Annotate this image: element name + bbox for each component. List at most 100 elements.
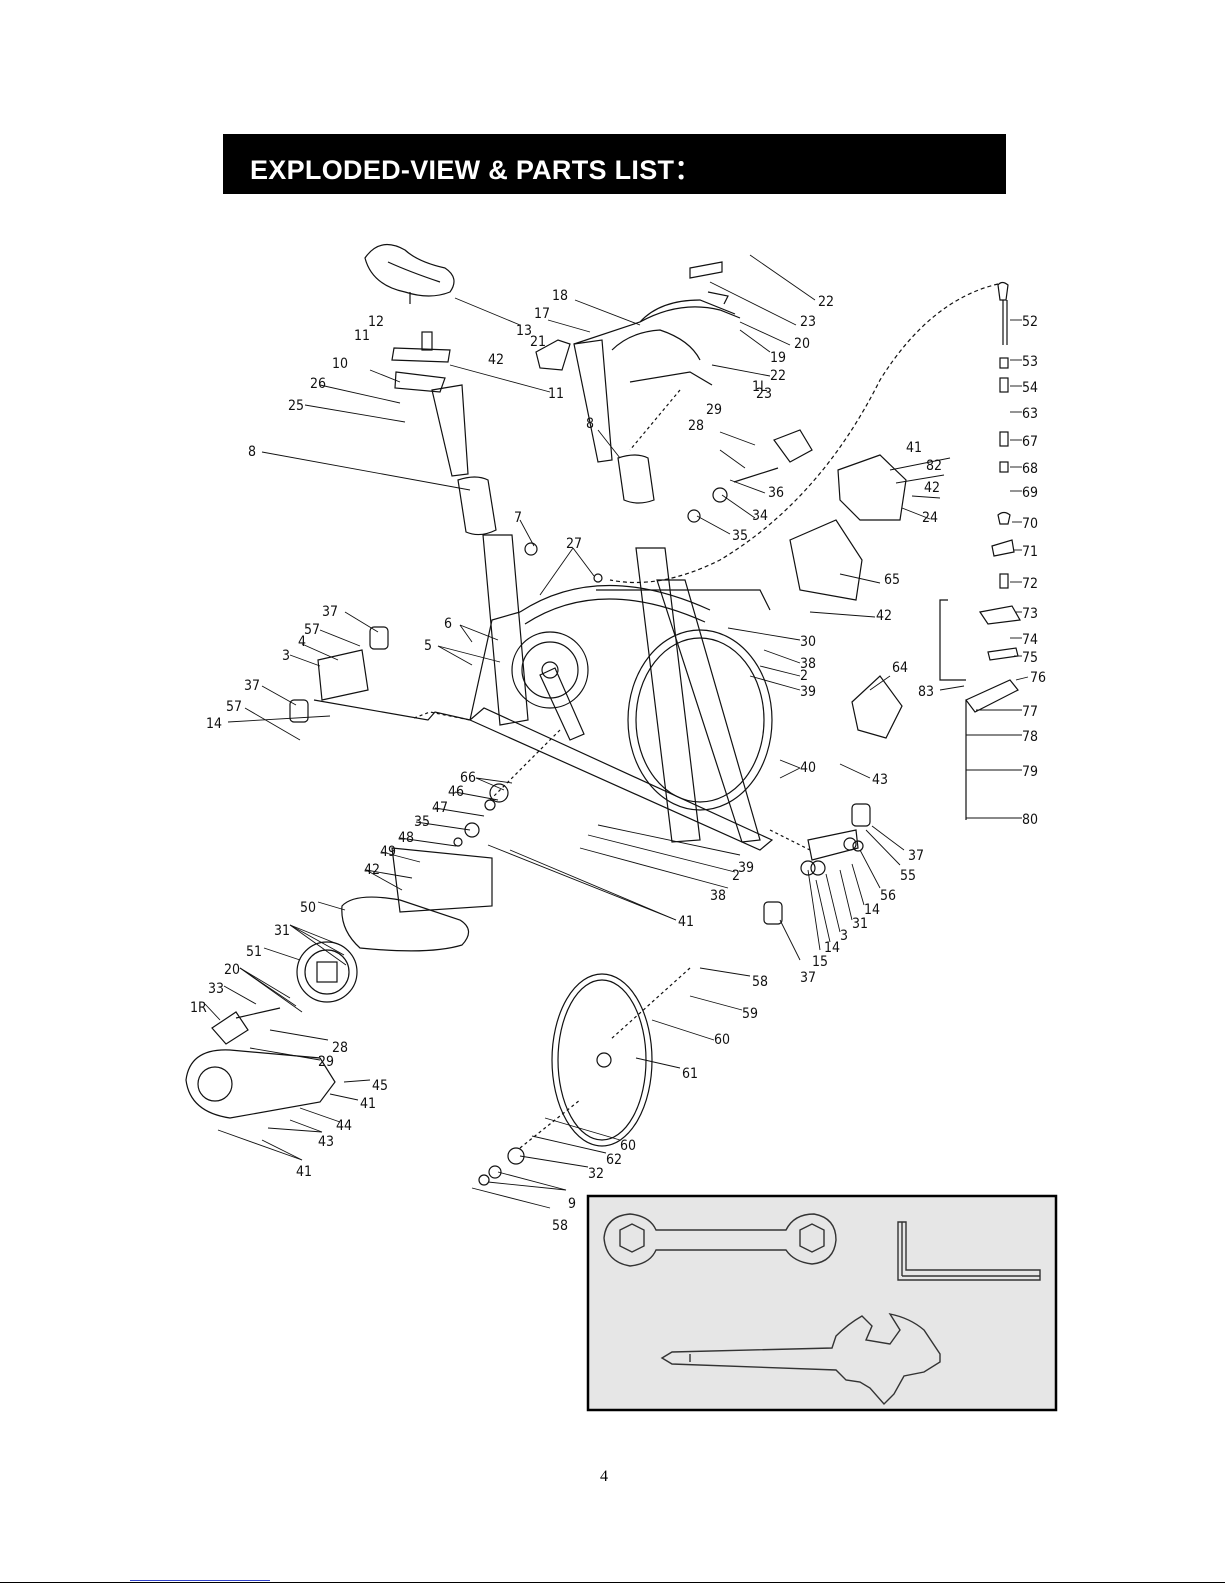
part-number-label: 42 [364, 862, 380, 878]
part-number-label: 44 [336, 1118, 352, 1134]
part-number-label: 60 [620, 1138, 636, 1154]
part-number-label: 1L [752, 379, 767, 395]
part-number-label: 14 [824, 940, 840, 956]
part-number-label: 77 [1022, 704, 1038, 720]
part-number-label: 57 [304, 622, 320, 638]
part-number-label: 43 [318, 1134, 334, 1150]
part-number-label: 5 [424, 638, 432, 654]
part-number-label: 4 [298, 634, 306, 650]
part-number-label: 29 [318, 1054, 334, 1070]
part-number-label: 13 [516, 323, 532, 339]
part-number-label: 20 [224, 962, 240, 978]
part-number-label: 26 [310, 376, 326, 392]
part-number-label: 3 [282, 648, 290, 664]
part-number-label: 28 [332, 1040, 348, 1056]
part-number-label: 82 [926, 458, 942, 474]
page-number: 4 [600, 1468, 608, 1485]
tools-box [586, 1194, 1058, 1412]
part-number-label: 41 [678, 914, 694, 930]
part-number-label: 32 [588, 1166, 604, 1182]
part-number-label: 78 [1022, 729, 1038, 745]
part-number-label: 40 [800, 760, 816, 776]
part-number-label: 45 [372, 1078, 388, 1094]
part-number-label: 52 [1022, 314, 1038, 330]
part-number-label: 23 [800, 314, 816, 330]
part-number-label: 15 [812, 954, 828, 970]
part-number-label: 27 [566, 536, 582, 552]
part-number-label: 64 [892, 660, 908, 676]
part-number-label: 38 [710, 888, 726, 904]
part-number-label: 2 [732, 868, 740, 884]
part-number-label: 66 [460, 770, 476, 786]
part-number-label: 37 [908, 848, 924, 864]
part-number-label: 41 [296, 1164, 312, 1180]
part-number-label: 10 [332, 356, 348, 372]
part-number-label: 11 [354, 328, 370, 344]
part-number-label: 24 [922, 510, 938, 526]
part-number-label: 37 [244, 678, 260, 694]
part-number-label: 41 [360, 1096, 376, 1112]
part-number-label: 47 [432, 800, 448, 816]
part-number-label: 29 [706, 402, 722, 418]
part-number-label: 42 [488, 352, 504, 368]
allen-key-tool [897, 1221, 1041, 1281]
part-labels: 222318172019221L231312211142111026258829… [190, 288, 1046, 1234]
part-number-label: 37 [800, 970, 816, 986]
part-number-label: 28 [688, 418, 704, 434]
part-number-label: 73 [1022, 606, 1038, 622]
section-title-bar: EXPLODED-VIEW & PARTS LIST： [223, 134, 1006, 194]
part-number-label: 7 [514, 510, 522, 526]
part-number-label: 34 [752, 508, 768, 524]
part-number-label: 75 [1022, 650, 1038, 666]
part-number-label: 39 [738, 860, 754, 876]
part-number-label: 48 [398, 830, 414, 846]
part-number-label: 76 [1030, 670, 1046, 686]
part-number-label: 42 [876, 608, 892, 624]
part-number-label: 56 [880, 888, 896, 904]
part-number-label: 1R [190, 1000, 207, 1016]
part-number-label: 50 [300, 900, 316, 916]
part-number-label: 30 [800, 634, 816, 650]
part-number-label: 14 [864, 902, 880, 918]
part-number-label: 12 [368, 314, 384, 330]
part-number-label: 79 [1022, 764, 1038, 780]
part-number-label: 49 [380, 844, 396, 860]
part-number-label: 19 [770, 350, 786, 366]
part-number-label: 61 [682, 1066, 698, 1082]
part-number-label: 68 [1022, 461, 1038, 477]
part-number-label: 20 [794, 336, 810, 352]
part-number-label: 14 [206, 716, 222, 732]
part-number-label: 37 [322, 604, 338, 620]
part-number-label: 8 [586, 416, 594, 432]
part-number-label: 80 [1022, 812, 1038, 828]
part-number-label: 53 [1022, 354, 1038, 370]
part-number-label: 38 [800, 656, 816, 672]
part-number-label: 58 [752, 974, 768, 990]
section-title: EXPLODED-VIEW & PARTS LIST： [250, 155, 702, 185]
part-number-label: 46 [448, 784, 464, 800]
part-number-label: 59 [742, 1006, 758, 1022]
part-number-label: 22 [770, 368, 786, 384]
part-number-label: 60 [714, 1032, 730, 1048]
part-number-label: 42 [924, 480, 940, 496]
part-number-label: 62 [606, 1152, 622, 1168]
part-number-label: 21 [530, 334, 546, 350]
part-number-label: 72 [1022, 576, 1038, 592]
part-number-label: 25 [288, 398, 304, 414]
part-number-label: 43 [872, 772, 888, 788]
part-number-label: 41 [906, 440, 922, 456]
part-number-label: 6 [444, 616, 452, 632]
bike-drawing [185, 243, 1021, 1186]
part-number-label: 23 [756, 386, 772, 402]
multitool-tool [660, 1312, 941, 1406]
part-number-label: 17 [534, 306, 550, 322]
part-number-label: 69 [1022, 485, 1038, 501]
part-number-label: 67 [1022, 434, 1038, 450]
part-number-label: 51 [246, 944, 262, 960]
part-number-label: 36 [768, 485, 784, 501]
part-number-label: 71 [1022, 544, 1038, 560]
part-number-label: 35 [414, 814, 430, 830]
footer-rule [0, 1582, 1225, 1583]
part-number-label: 35 [732, 528, 748, 544]
